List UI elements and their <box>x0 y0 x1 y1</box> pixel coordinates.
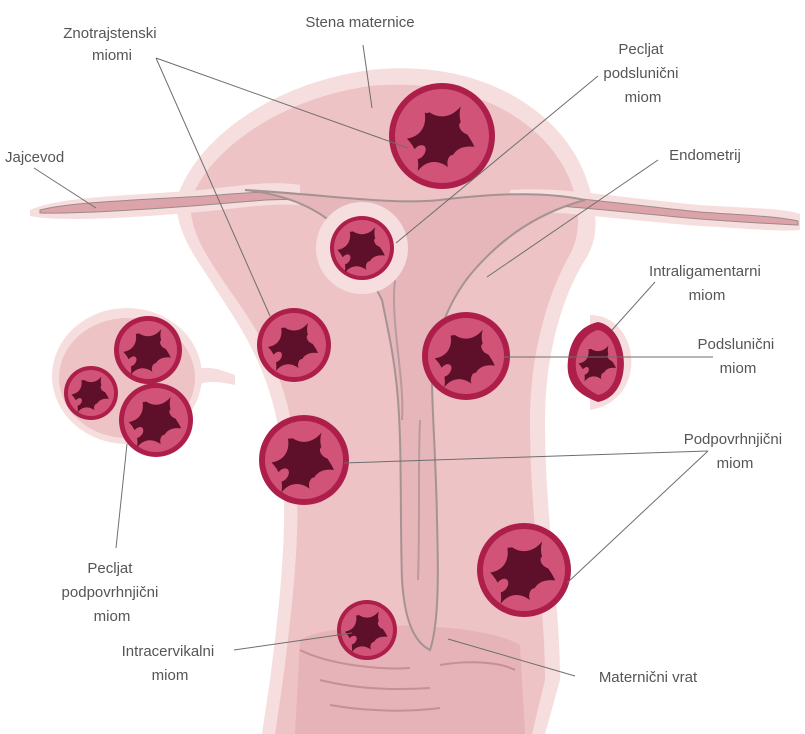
label-endometrij: Endometrij <box>669 147 741 164</box>
fibroid-subserosal-left <box>259 415 349 505</box>
label-intraligamentarni: Intraligamentarni miom <box>649 263 765 304</box>
fibroid-pedunculated-submucosal <box>316 202 408 294</box>
leader-pecljat-podpovrhnjicni <box>116 444 127 548</box>
label-pecljat-podsluznicni: Pecljat podslunični miom <box>603 41 682 106</box>
label-stena-maternice: Stena maternice <box>305 14 414 31</box>
leader-intraligamentarni <box>612 282 655 330</box>
fibroid-intramural-upper <box>257 308 331 382</box>
label-jajcevod: Jajcevod <box>5 149 64 166</box>
fibroid-cluster-left <box>64 366 118 420</box>
label-maternicni-vrat: Maternični vrat <box>599 669 698 686</box>
fibroid-submucosal <box>422 312 510 400</box>
fibroid-intracervical <box>337 600 397 660</box>
leader-podpovrhnjicni-2 <box>567 451 708 583</box>
fibroid-cluster-right <box>119 383 193 457</box>
label-intracervikalni: Intracervikalni miom <box>122 643 219 684</box>
fibroid-subserosal-top <box>389 83 495 189</box>
cervix-body <box>295 626 525 734</box>
fibroid-cluster-top <box>114 316 182 384</box>
label-znotrajstenski: Znotrajstenski miomi <box>63 25 161 64</box>
fibroid-intraligamentary <box>568 315 632 410</box>
label-pecljat-podpovrhnjicni: Pecljat podpovrhnjični miom <box>62 560 163 625</box>
cluster-stalk <box>195 368 235 385</box>
fibroid-subserosal-right <box>477 523 571 617</box>
